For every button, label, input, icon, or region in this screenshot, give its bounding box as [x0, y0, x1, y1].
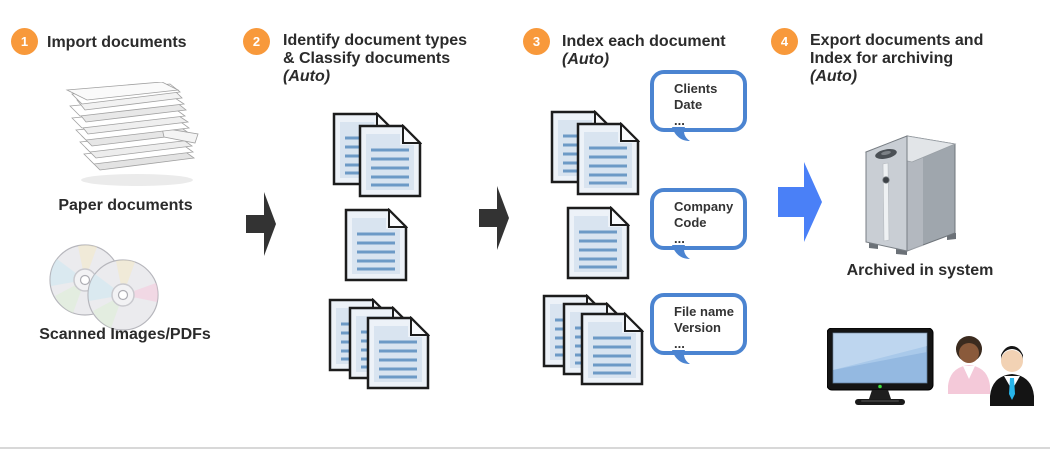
- index-bubble-company: Company Code ...: [650, 188, 747, 259]
- step-4-badge: 4: [771, 28, 798, 55]
- bubble-dots: ...: [674, 113, 685, 128]
- paper-documents-label: Paper documents: [58, 197, 193, 214]
- bubble-line: Version: [674, 320, 721, 335]
- document-pair-icon: [550, 110, 640, 196]
- bubble-tail-icon: [672, 245, 690, 259]
- bubble-line: Code: [674, 215, 707, 230]
- step-4-title: Export documents and Index for archiving…: [810, 32, 983, 86]
- bubble-line: Date: [674, 97, 703, 112]
- paper-stack-icon: [65, 82, 199, 186]
- step-2-auto: (Auto): [283, 68, 331, 85]
- index-bubble-clients: Clients Date ...: [650, 70, 747, 141]
- step-2-title: Identify document types & Classify docum…: [283, 32, 467, 86]
- document-pair-icon: [332, 112, 422, 198]
- bubble-line: Company: [674, 199, 734, 214]
- bubble-line: Clients: [674, 81, 718, 96]
- arrow-right-icon: [246, 192, 276, 256]
- step-2-badge: 2: [243, 28, 270, 55]
- document-stack-icon: [328, 298, 430, 390]
- arrow-right-icon: [479, 186, 509, 250]
- step-2-line2: & Classify documents: [283, 50, 451, 67]
- monitor-icon: [827, 328, 934, 405]
- bubble-dots: ...: [674, 231, 685, 246]
- cd-discs-icon: [49, 244, 159, 331]
- bubble-tail-icon: [672, 127, 690, 141]
- step-1-line1: Import documents: [47, 34, 187, 51]
- step-3-badge: 3: [523, 28, 550, 55]
- index-bubble-filename: File name Version ...: [650, 293, 747, 364]
- scanned-images-label: Scanned Images/PDFs: [39, 326, 211, 343]
- step-1-badge: 1: [11, 28, 38, 55]
- document-stack-icon: [542, 294, 644, 386]
- step-4-line1: Export documents and: [810, 32, 984, 49]
- archived-label: Archived in system: [846, 262, 994, 279]
- document-single-icon: [566, 206, 630, 280]
- step-3-line1: Index each document: [562, 33, 726, 50]
- step-3-auto: (Auto): [562, 51, 610, 68]
- bubble-line: File name: [674, 304, 734, 319]
- step-4-line2: Index for archiving: [810, 50, 954, 67]
- divider: [0, 447, 1050, 449]
- server-icon: [864, 135, 957, 255]
- step-1-title: Import documents: [47, 34, 187, 52]
- bubble-dots: ...: [674, 336, 685, 351]
- document-single-icon: [344, 208, 408, 282]
- blue-arrow-right-icon: [778, 162, 822, 242]
- users-icon: [948, 336, 1034, 406]
- step-3-title: Index each document (Auto): [562, 33, 726, 69]
- step-4-auto: (Auto): [810, 68, 858, 85]
- step-2-line1: Identify document types: [283, 32, 468, 49]
- bubble-tail-icon: [672, 350, 690, 364]
